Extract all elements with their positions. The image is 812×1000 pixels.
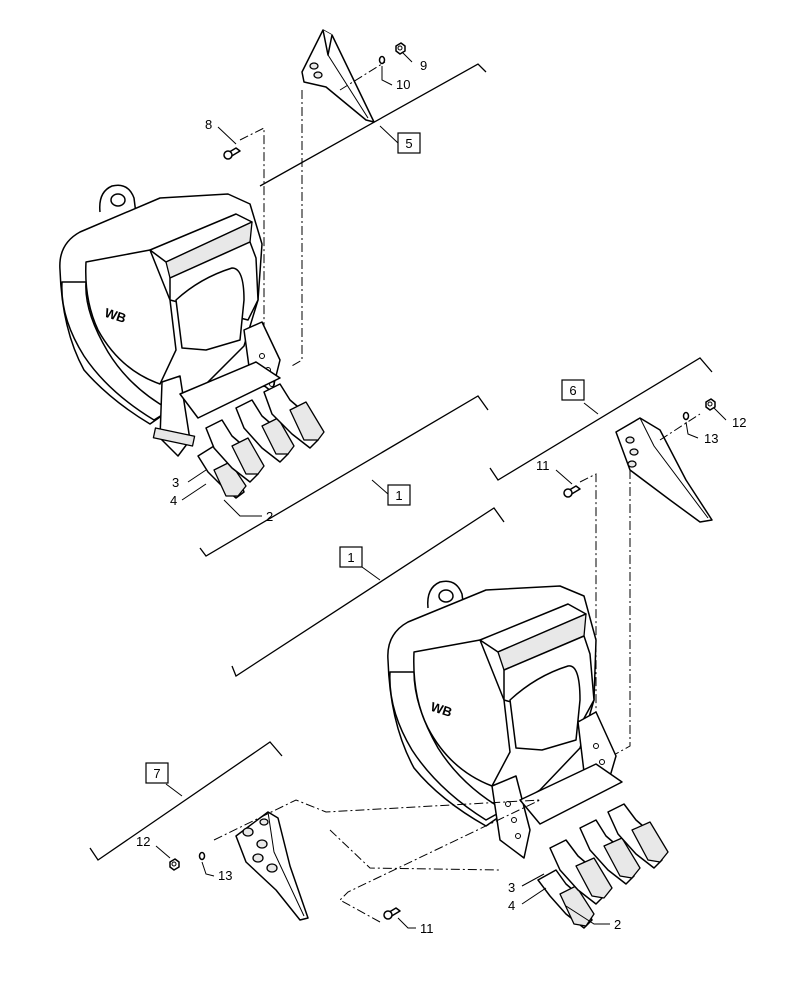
label-13-left: 13: [218, 868, 232, 883]
kit6-box: [561, 379, 585, 401]
kit7-leader: [165, 783, 183, 797]
kit1-bottom-number: 1: [347, 550, 354, 565]
leader-10: [381, 66, 393, 86]
label-4-top: 4: [170, 493, 177, 508]
label-11-right: 11: [536, 458, 550, 473]
leader-3-top: [187, 469, 207, 483]
leader-9: [401, 51, 413, 63]
kit5-bracket-line: [259, 63, 487, 187]
leader-4-top: [181, 483, 207, 501]
leader-11-bottom: [397, 917, 416, 929]
leader-8: [217, 126, 237, 145]
leader-13-right: [685, 421, 699, 439]
kit7-align-top: [213, 799, 541, 841]
kit1-top-bracket: [199, 395, 489, 557]
label-10: 10: [396, 77, 410, 92]
leader-2-bottom: [565, 905, 610, 925]
nut-9: [395, 42, 406, 55]
washer-13-left: [198, 851, 206, 861]
bucket-top: WB 3 4 2 1: [59, 184, 489, 557]
kit7-bracket-line: [89, 741, 283, 861]
kit7-align-bottom: [329, 829, 501, 871]
bottom-align-11: [339, 799, 541, 923]
kit7-group: 7 12 13: [89, 741, 541, 921]
kit1-top-leader: [371, 479, 389, 495]
label-4-bottom: 4: [508, 898, 515, 913]
label-13-right: 13: [704, 431, 718, 446]
bucket-bottom: 1 WB: [231, 507, 669, 936]
kit6-group: 6 12 13 11: [489, 357, 746, 781]
leader-12-right: [713, 407, 727, 421]
label-8: 8: [205, 117, 212, 132]
leader-2-top: [223, 499, 262, 517]
side-cutter-right: [615, 417, 713, 523]
leader-11-right: [555, 469, 573, 485]
kit6-number: 6: [569, 383, 576, 398]
label-2-bottom: 2: [614, 917, 621, 932]
leader-4-bottom: [521, 887, 547, 905]
bolt-8: [223, 147, 241, 160]
side-cutter-left: [235, 811, 309, 921]
label-3-bottom: 3: [508, 880, 515, 895]
nut-12-right: [705, 398, 716, 411]
kit1-bottom-bracket: [231, 507, 505, 677]
kit7-number: 7: [153, 766, 160, 781]
kit1-top-number: 1: [395, 488, 402, 503]
side-cutter-top: [301, 29, 375, 123]
label-11-bottom: 11: [420, 921, 434, 936]
kit5-align-left: [239, 127, 265, 388]
teeth-top: [197, 383, 325, 499]
kit6-align-right: [611, 470, 631, 757]
leader-12-left: [155, 845, 171, 859]
bolt-11-right: [563, 485, 581, 498]
kit1-bottom-leader: [361, 566, 381, 581]
label-3-top: 3: [172, 475, 179, 490]
kit5-leader: [379, 125, 399, 144]
label-2-top: 2: [266, 509, 273, 524]
kit5-box: [397, 132, 421, 154]
bolt-11-bottom: [383, 907, 401, 920]
label-9: 9: [420, 58, 427, 73]
kit7-box: [145, 762, 169, 784]
kit5-align-top: [339, 61, 386, 91]
label-12-left: 12: [136, 834, 150, 849]
logo-bottom: WB: [429, 699, 454, 720]
washer-10: [378, 55, 386, 65]
kit5-align-right: [289, 90, 303, 368]
teeth-bottom: [537, 803, 669, 929]
washer-13-right: [682, 411, 690, 421]
kit6-align-top: [659, 413, 701, 441]
kit1-top-box: [387, 484, 411, 506]
leader-3-bottom: [521, 873, 545, 887]
kit5-group: 5 9 10 8: [205, 29, 487, 388]
kit1-bottom-box: [339, 546, 363, 568]
logo-top: WB: [103, 305, 128, 326]
label-12-right: 12: [732, 415, 746, 430]
kit5-number: 5: [405, 136, 412, 151]
kit6-leader: [583, 402, 599, 415]
leader-13-left: [201, 861, 215, 877]
nut-12-left: [169, 858, 180, 871]
kit6-bracket-line: [489, 357, 713, 481]
